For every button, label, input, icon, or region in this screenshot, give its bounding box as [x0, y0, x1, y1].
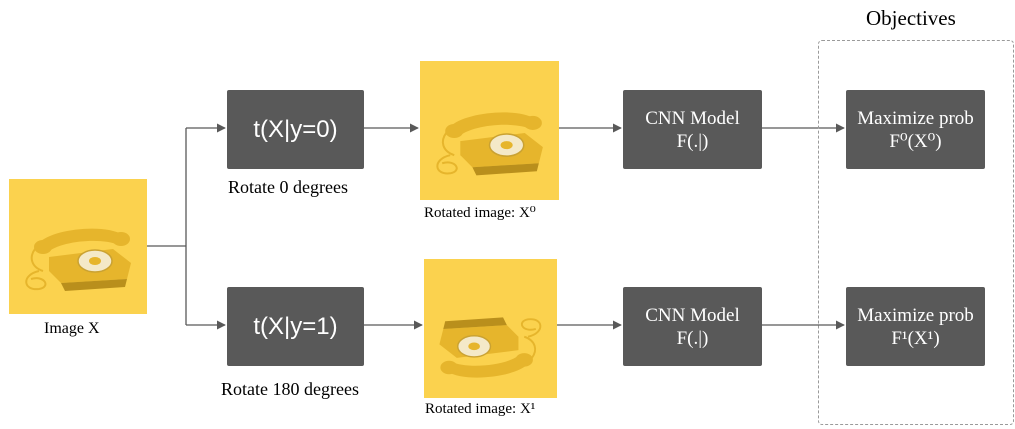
- objective-label-line1-1: Maximize prob: [857, 304, 974, 326]
- model-label-line1-1: CNN Model: [645, 304, 740, 326]
- model-label-line1-0: CNN Model: [645, 107, 740, 129]
- transform-box-0: t(X|y=0): [227, 90, 364, 169]
- rotation-caption-0: Rotate 0 degrees: [228, 177, 348, 197]
- telephone-icon: [25, 228, 131, 291]
- objective-box-0: Maximize prob F⁰(X⁰): [846, 90, 985, 169]
- objective-label-line1-0: Maximize prob: [857, 107, 974, 129]
- objective-label-line2-0: F⁰(X⁰): [889, 130, 942, 152]
- objectives-region: [818, 40, 1014, 425]
- model-label-line2-0: F(.|): [676, 130, 709, 152]
- objective-label-line2-1: F¹(X¹): [891, 327, 940, 349]
- rotated-image-1: [424, 259, 557, 398]
- telephone-icon: [439, 317, 542, 378]
- rotated-caption-1: Rotated image: X¹: [425, 401, 536, 417]
- input-image-label: Image X: [44, 320, 100, 337]
- telephone-icon: [436, 112, 543, 176]
- rotated-caption-0: Rotated image: X⁰: [424, 205, 536, 221]
- model-box-0: CNN Model F(.|): [623, 90, 762, 169]
- rotation-caption-1: Rotate 180 degrees: [221, 379, 359, 399]
- transform-label-0: t(X|y=0): [253, 115, 338, 143]
- input-image: [9, 179, 147, 314]
- objective-box-1: Maximize prob F¹(X¹): [846, 287, 985, 366]
- rotated-image-0: [420, 61, 559, 200]
- model-label-line2-1: F(.|): [676, 327, 709, 349]
- objectives-title: Objectives: [866, 6, 956, 30]
- transform-label-1: t(X|y=1): [253, 312, 338, 340]
- transform-box-1: t(X|y=1): [227, 287, 364, 366]
- model-box-1: CNN Model F(.|): [623, 287, 762, 366]
